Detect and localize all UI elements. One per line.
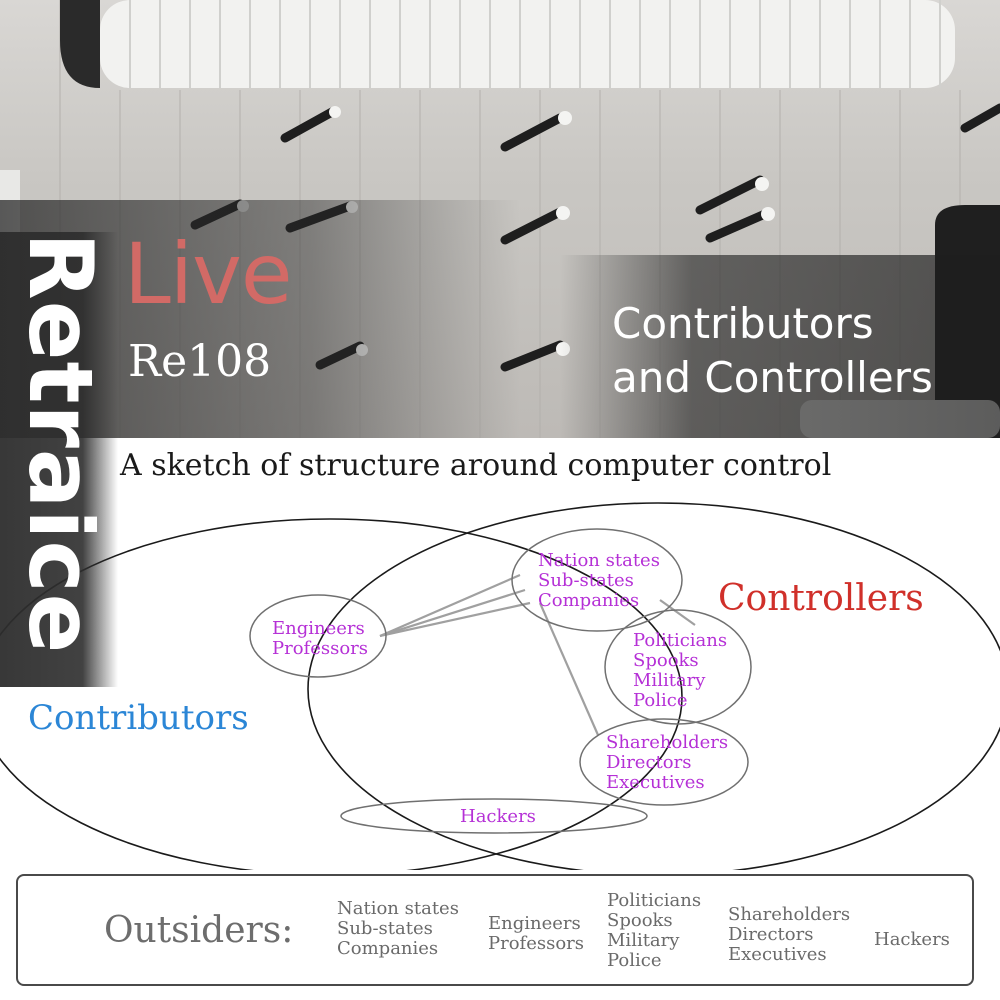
venn-diagram (0, 502, 1000, 870)
outsider-item: Engineers (488, 913, 581, 934)
outsiders-states: Nation states Sub-states Companies (337, 899, 459, 959)
banner-shadow-right (560, 255, 1000, 438)
officials-bubble (604, 609, 752, 725)
outsiders-academics: Engineers Professors (488, 914, 584, 954)
controllers-ellipse (307, 502, 1000, 870)
hackers-group-label: Hackers (460, 806, 536, 827)
outsiders-business: Shareholders Directors Executives (728, 905, 850, 965)
contributors-ellipse (0, 518, 683, 870)
outsiders-title: Outsiders: (104, 910, 294, 951)
episode-code: Re108 (128, 336, 272, 387)
contributors-label: Contributors (28, 698, 249, 738)
side-brand-text: Retraice (9, 232, 112, 655)
side-brand-tab (0, 232, 118, 687)
outsider-item: Executives (728, 944, 827, 965)
header-photo (0, 0, 1000, 438)
officials-group-label: Politicians Spooks Military Police (633, 631, 727, 711)
group-item: Companies (538, 590, 640, 611)
group-item: Shareholders (606, 732, 729, 753)
group-item: Professors (272, 638, 369, 659)
outsider-item: Shareholders (728, 904, 851, 925)
brand-live-text: Live (124, 225, 293, 323)
episode-title-line-1: Contributors (612, 299, 874, 348)
outsider-item: Spooks (607, 910, 673, 931)
states-bubble (511, 528, 683, 632)
controllers-label: Controllers (718, 578, 924, 619)
group-item: Nation states (538, 550, 660, 571)
states-group-label: Nation states Sub-states Companies (538, 551, 660, 611)
diagram-subtitle: A sketch of structure around computer co… (120, 448, 832, 483)
business-group-label: Shareholders Directors Executives (606, 733, 728, 793)
group-item: Executives (606, 772, 705, 793)
group-item: Police (633, 690, 688, 711)
group-item: Spooks (633, 650, 699, 671)
outsider-item: Companies (337, 938, 439, 959)
outsider-item: Politicians (607, 890, 702, 911)
outsider-item: Sub-states (337, 918, 433, 939)
group-connectors (379, 573, 696, 736)
group-item: Engineers (272, 618, 365, 639)
episode-title: Contributors and Controllers (612, 297, 992, 405)
group-item: Politicians (633, 630, 728, 651)
outsider-item: Nation states (337, 898, 459, 919)
outsider-item: Military (607, 930, 680, 951)
academics-bubble (249, 594, 387, 678)
episode-title-line-2: and Controllers (612, 353, 933, 402)
outsiders-officials: Politicians Spooks Military Police (607, 891, 701, 971)
outsiders-box (16, 874, 974, 986)
business-bubble (579, 718, 749, 806)
group-item: Sub-states (538, 570, 634, 591)
academics-group-label: Engineers Professors (272, 619, 368, 659)
group-item: Military (633, 670, 706, 691)
group-item: Directors (606, 752, 692, 773)
outsiders-hackers: Hackers (874, 929, 950, 950)
outsider-item: Professors (488, 933, 585, 954)
outsider-item: Police (607, 950, 662, 971)
hackers-bubble (340, 798, 648, 834)
outsider-item: Directors (728, 924, 814, 945)
